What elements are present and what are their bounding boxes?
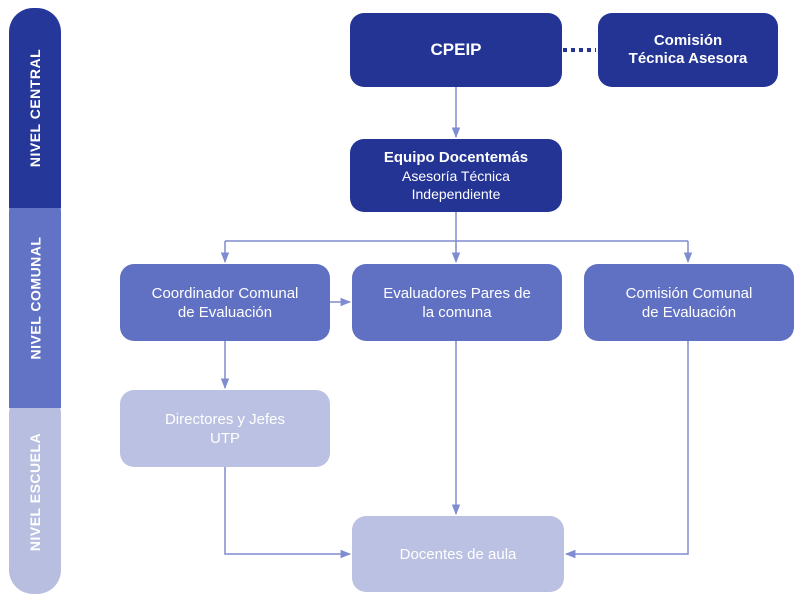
docentes-label: Docentes de aula xyxy=(399,545,517,563)
arrow-comision-comunal-docentes xyxy=(564,341,689,559)
evaluadores-line2: la comuna xyxy=(422,303,492,321)
equipo-line1: Equipo Docentemás xyxy=(383,148,529,166)
nivel-central-band: NIVEL CENTRAL xyxy=(9,8,61,208)
nivel-comunal-band: NIVEL COMUNAL xyxy=(9,188,61,408)
node-equipo-docentemas: Equipo Docentemás Asesoría Técnica Indep… xyxy=(350,139,562,212)
node-coordinador-comunal: Coordinador Comunal de Evaluación xyxy=(120,264,330,341)
coordinador-line2: de Evaluación xyxy=(177,303,273,321)
comision-comunal-line2: de Evaluación xyxy=(641,303,737,321)
directores-line2: UTP xyxy=(210,429,240,447)
node-comision-tecnica: Comisión Técnica Asesora xyxy=(598,13,778,87)
evaluadores-line1: Evaluadores Pares de xyxy=(383,284,531,302)
coordinador-line1: Coordinador Comunal xyxy=(151,284,299,302)
node-docentes-de-aula: Docentes de aula xyxy=(352,516,564,592)
comision-comunal-line1: Comisión Comunal xyxy=(625,284,753,302)
comision-tecnica-line2: Técnica Asesora xyxy=(628,50,748,67)
node-evaluadores-pares: Evaluadores Pares de la comuna xyxy=(352,264,562,341)
node-comision-comunal: Comisión Comunal de Evaluación xyxy=(584,264,794,341)
directores-line1: Directores y Jefes xyxy=(164,410,286,428)
comision-tecnica-line1: Comisión xyxy=(653,32,723,49)
arrow-directores-docentes xyxy=(224,467,352,559)
equipo-line2: Asesoría Técnica xyxy=(402,167,510,184)
node-cpeip: CPEIP xyxy=(350,13,562,87)
nivel-escuela-band: NIVEL ESCUELA xyxy=(9,390,61,594)
cpeip-label: CPEIP xyxy=(430,40,482,59)
node-directores-jefes-utp: Directores y Jefes UTP xyxy=(120,390,330,467)
equipo-line3: Independiente xyxy=(411,185,501,202)
